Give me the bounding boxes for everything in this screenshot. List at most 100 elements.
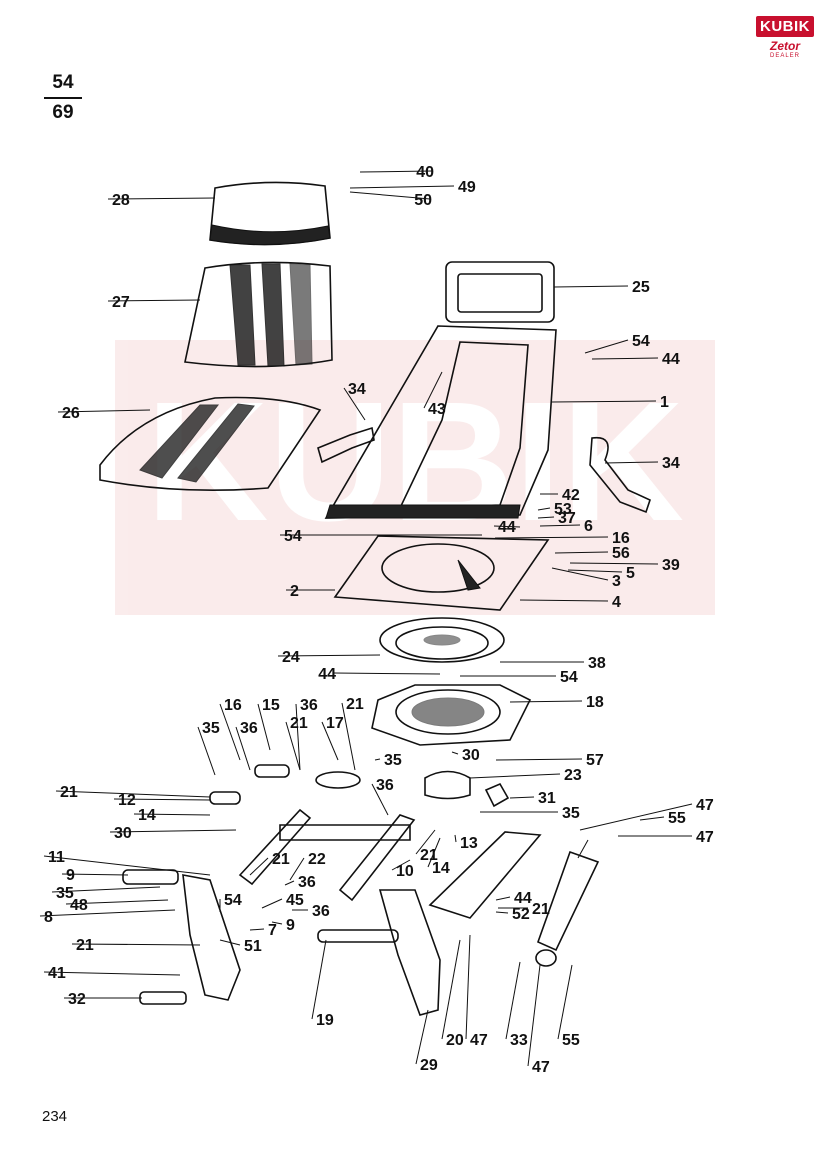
leader-line	[391, 859, 411, 871]
logo-tiny: DEALER	[769, 53, 800, 59]
part-label-35: 35	[56, 885, 74, 902]
leader-line	[569, 562, 659, 565]
leader-line	[591, 357, 659, 360]
leader-line	[61, 873, 129, 876]
leader-line	[71, 943, 201, 946]
part-label-11: 11	[48, 849, 65, 866]
leader-line	[349, 185, 455, 189]
leader-line	[349, 191, 431, 200]
part-label-34: 34	[662, 455, 680, 472]
leader-line	[495, 896, 511, 901]
part-label-21: 21	[346, 696, 364, 713]
part-label-1: 1	[660, 394, 669, 411]
part-label-29: 29	[420, 1057, 438, 1074]
leader-line	[57, 409, 151, 413]
part-label-13: 13	[460, 835, 478, 852]
slide-plate	[333, 535, 550, 611]
leader-line	[604, 461, 659, 464]
part-label-5: 5	[626, 565, 635, 582]
leader-line	[495, 911, 509, 914]
part-label-32: 32	[68, 991, 86, 1008]
logo-sub: Zetor	[770, 39, 800, 53]
part-label-44: 44	[514, 890, 532, 907]
part-label-36: 36	[376, 777, 394, 794]
part-label-37: 37	[558, 510, 576, 527]
part-label-12: 12	[118, 792, 136, 809]
part-label-20: 20	[446, 1032, 464, 1049]
leader-line	[107, 197, 216, 200]
linkage-arms	[122, 764, 542, 1016]
leader-line	[271, 921, 283, 925]
logo-icon: KUBIK Zetor DEALER	[756, 16, 814, 59]
part-label-47: 47	[470, 1032, 488, 1049]
part-label-35: 35	[202, 720, 220, 737]
part-label-17: 17	[326, 715, 344, 732]
leader-line	[43, 855, 211, 876]
page-number: 234	[42, 1108, 68, 1125]
fraction-bottom: 69	[52, 102, 74, 123]
part-label-36: 36	[240, 720, 258, 737]
leader-line	[551, 567, 609, 581]
fraction-bar	[44, 97, 82, 99]
part-label-41: 41	[48, 965, 66, 982]
part-label-35: 35	[562, 805, 580, 822]
leader-line	[235, 726, 251, 771]
leader-line	[469, 773, 561, 779]
leader-line	[505, 961, 521, 1040]
part-label-54: 54	[224, 892, 242, 909]
watermark: KUBIK	[115, 340, 715, 615]
leader-line	[493, 525, 521, 528]
part-label-6: 6	[584, 518, 593, 535]
part-label-54: 54	[632, 333, 650, 350]
part-label-55: 55	[668, 810, 686, 827]
part-label-21: 21	[420, 847, 438, 864]
part-label-16: 16	[612, 530, 630, 547]
leader-line	[311, 939, 327, 1020]
backrest-cushion	[184, 261, 333, 368]
part-label-9: 9	[66, 867, 75, 884]
part-label-22: 22	[308, 851, 326, 868]
leader-line	[249, 928, 265, 931]
leader-line	[65, 899, 169, 905]
leader-line	[494, 536, 609, 539]
leader-line	[321, 721, 339, 761]
leader-line	[333, 672, 441, 675]
leader-line	[415, 1009, 429, 1065]
leader-line	[454, 834, 457, 843]
part-label-42: 42	[562, 487, 580, 504]
part-label-50: 50	[414, 192, 432, 209]
part-label-30: 30	[114, 825, 132, 842]
cover-and-block	[424, 770, 510, 808]
part-label-45: 45	[286, 892, 304, 909]
part-label-44: 44	[662, 351, 680, 368]
leader-line	[441, 939, 461, 1040]
part-label-31: 31	[538, 790, 556, 807]
part-label-14: 14	[432, 860, 450, 877]
leader-line	[537, 516, 555, 519]
seat-frame	[324, 261, 557, 519]
part-label-16: 16	[224, 697, 242, 714]
leader-line	[295, 703, 301, 771]
leader-line	[343, 387, 366, 421]
leader-line	[557, 964, 573, 1040]
leader-line	[55, 790, 211, 798]
leader-line	[261, 898, 283, 909]
leader-line	[584, 339, 629, 354]
part-label-28: 28	[112, 192, 130, 209]
leader-line	[219, 703, 241, 761]
part-label-26: 26	[62, 405, 80, 422]
seat-belt-parts	[317, 426, 651, 514]
leader-line	[197, 726, 216, 776]
leader-line	[423, 371, 443, 409]
part-label-18: 18	[586, 694, 604, 711]
part-label-34: 34	[348, 381, 366, 398]
part-label-15: 15	[262, 697, 280, 714]
part-label-48: 48	[70, 897, 88, 914]
leader-line	[277, 654, 381, 657]
part-label-21: 21	[532, 901, 550, 918]
part-label-14: 14	[138, 807, 156, 824]
part-label-7: 7	[268, 922, 277, 939]
part-label-8: 8	[44, 909, 53, 926]
